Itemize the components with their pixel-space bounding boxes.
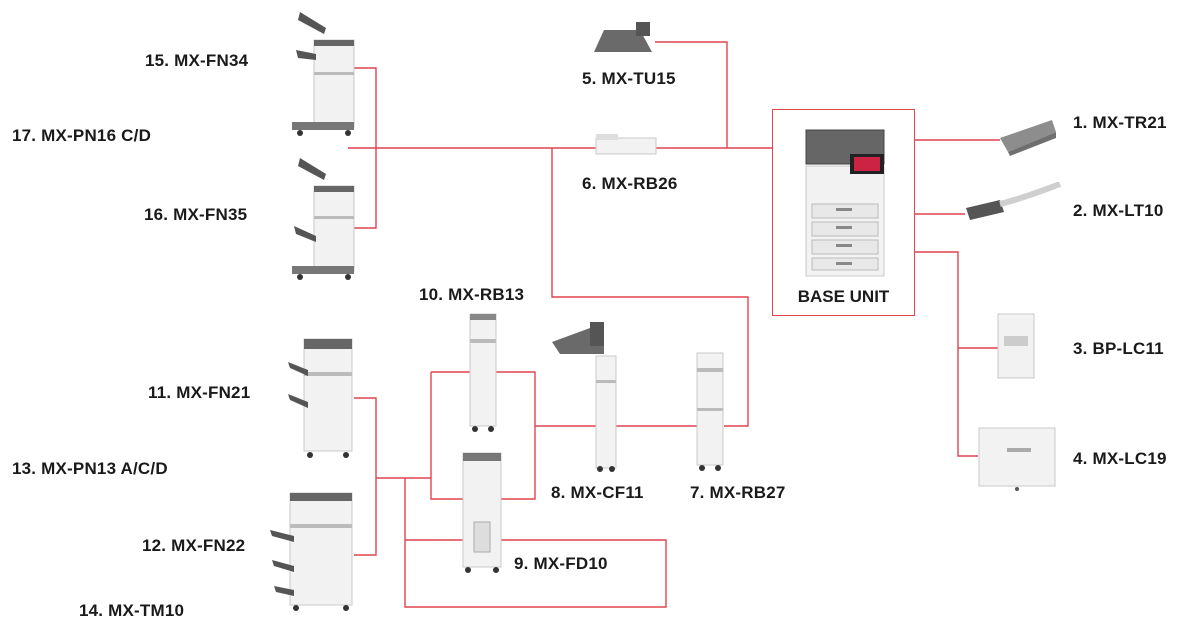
mx-rb13-image xyxy=(469,313,497,432)
label-mx-fn21: 11. MX-FN21 xyxy=(148,383,251,402)
mx-tr21-image xyxy=(1000,120,1056,156)
connector-9-loop xyxy=(404,478,667,608)
bp-lc11-image xyxy=(997,313,1035,379)
label-bp-lc11: 3. BP-LC11 xyxy=(1073,339,1164,358)
mx-lt10-image xyxy=(966,182,1062,220)
label-mx-rb26: 6. MX-RB26 xyxy=(582,174,678,193)
label-mx-pn16: 17. MX-PN16 C/D xyxy=(12,126,152,145)
mx-lc19-image xyxy=(978,427,1056,491)
connector-7 xyxy=(551,148,749,427)
mx-fn34-image xyxy=(292,12,355,136)
mx-rb26-image xyxy=(595,134,657,155)
label-mx-rb27: 7. MX-RB27 xyxy=(690,483,786,502)
connector-5 xyxy=(655,41,728,148)
base-unit-image xyxy=(805,129,885,277)
base-unit-label: BASE UNIT xyxy=(797,287,890,306)
mx-fd10-image xyxy=(462,452,502,573)
mx-fn22-image xyxy=(270,492,353,611)
label-mx-lc19: 4. MX-LC19 xyxy=(1073,449,1167,468)
label-mx-fn34: 15. MX-FN34 xyxy=(145,51,249,70)
label-mx-tr21: 1. MX-TR21 xyxy=(1073,113,1167,132)
label-mx-fn35: 16. MX-FN35 xyxy=(144,205,248,224)
connector-11-12 xyxy=(354,397,377,556)
connector-10-9 xyxy=(430,371,536,500)
label-mx-lt10: 2. MX-LT10 xyxy=(1073,201,1164,220)
label-mx-rb13: 10. MX-RB13 xyxy=(419,285,525,304)
label-mx-tm10: 14. MX-TM10 xyxy=(79,601,185,620)
mx-cf11-image xyxy=(552,322,617,472)
mx-fn35-image xyxy=(292,158,355,280)
label-mx-fd10: 9. MX-FD10 xyxy=(514,554,608,573)
label-mx-cf11: 8. MX-CF11 xyxy=(551,483,644,502)
label-mx-fn22: 12. MX-FN22 xyxy=(142,536,246,555)
mx-tu15-image xyxy=(594,22,652,52)
label-mx-pn13: 13. MX-PN13 A/C/D xyxy=(12,459,168,478)
connector-15-16 xyxy=(354,67,377,229)
mx-rb27-image xyxy=(696,352,724,471)
mx-fn21-image xyxy=(288,338,353,458)
connector-3-4 xyxy=(915,251,978,457)
label-mx-tu15: 5. MX-TU15 xyxy=(582,69,676,88)
